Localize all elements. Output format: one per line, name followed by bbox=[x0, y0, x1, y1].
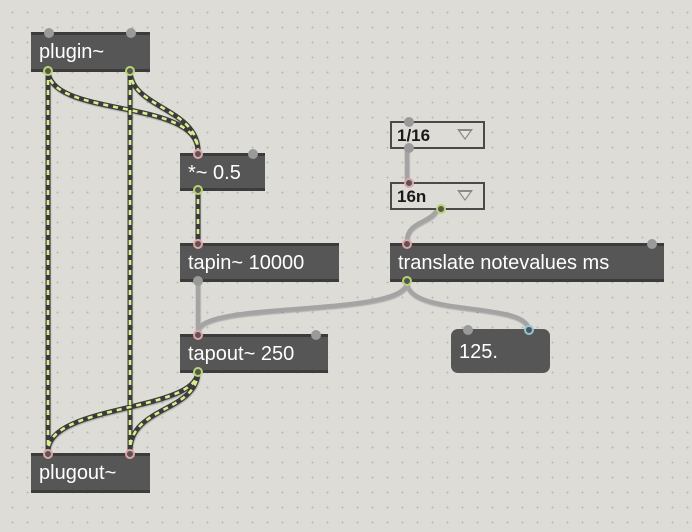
translate-label: translate notevalues ms bbox=[398, 252, 610, 274]
cord-tapout-to-plugout-left[interactable] bbox=[45, 368, 201, 454]
number-box[interactable]: 125. bbox=[451, 325, 550, 373]
tapout-label: tapout~ 250 bbox=[188, 343, 295, 365]
multiply-outlet[interactable] bbox=[193, 185, 203, 195]
tapin-object[interactable]: tapin~ 10000 bbox=[180, 239, 339, 286]
cord-plugin-left-to-multiply[interactable] bbox=[45, 67, 201, 154]
cord-translate-to-tapout[interactable] bbox=[195, 279, 410, 335]
tapout-inlet-right[interactable] bbox=[311, 330, 321, 340]
plugout-inlet-right[interactable] bbox=[125, 449, 135, 459]
tapout-inlet-left[interactable] bbox=[193, 330, 203, 340]
notation-menu-value: 16n bbox=[397, 187, 427, 206]
translate-inlet-right[interactable] bbox=[647, 239, 657, 249]
notevalue-menu-inlet[interactable] bbox=[404, 117, 414, 127]
plugin-inlet-right[interactable] bbox=[126, 28, 136, 38]
notation-menu-outlet[interactable] bbox=[436, 204, 446, 214]
multiply-inlet-left[interactable] bbox=[193, 149, 203, 159]
plugout-object[interactable]: plugout~ bbox=[31, 449, 150, 493]
multiply-label: *~ 0.5 bbox=[188, 162, 241, 184]
notation-menu[interactable]: 16n bbox=[390, 178, 485, 214]
chevron-down-icon[interactable] bbox=[457, 190, 473, 201]
tapout-object[interactable]: tapout~ 250 bbox=[180, 330, 328, 377]
translate-outlet[interactable] bbox=[402, 276, 412, 286]
chevron-down-icon[interactable] bbox=[457, 129, 473, 140]
plugin-label: plugin~ bbox=[39, 41, 105, 63]
notevalue-menu-outlet[interactable] bbox=[404, 143, 414, 153]
number-box-inlet-left[interactable] bbox=[463, 325, 473, 335]
plugout-inlet-left[interactable] bbox=[43, 449, 53, 459]
cord-tapout-to-plugout-right[interactable] bbox=[127, 368, 201, 454]
multiply-object[interactable]: *~ 0.5 bbox=[180, 149, 265, 195]
tapin-inlet[interactable] bbox=[193, 239, 203, 249]
tapin-label: tapin~ 10000 bbox=[188, 252, 305, 274]
plugin-inlet-left[interactable] bbox=[44, 28, 54, 38]
notevalue-menu-value: 1/16 bbox=[397, 126, 431, 145]
notation-menu-inlet[interactable] bbox=[404, 178, 414, 188]
tapin-outlet[interactable] bbox=[193, 276, 203, 286]
number-box-value: 125. bbox=[459, 341, 498, 363]
plugin-object[interactable]: plugin~ bbox=[31, 28, 150, 76]
plugout-label: plugout~ bbox=[39, 462, 117, 484]
plugin-outlet-right[interactable] bbox=[125, 66, 135, 76]
translate-object[interactable]: translate notevalues ms bbox=[390, 239, 664, 286]
number-box-inlet-right[interactable] bbox=[524, 325, 534, 335]
translate-inlet-left[interactable] bbox=[402, 239, 412, 249]
multiply-inlet-right[interactable] bbox=[248, 149, 258, 159]
cord-translate-to-number[interactable] bbox=[404, 279, 532, 334]
tapout-outlet[interactable] bbox=[193, 367, 203, 377]
plugin-outlet-left[interactable] bbox=[43, 66, 53, 76]
notevalue-menu[interactable]: 1/16 bbox=[390, 117, 485, 153]
